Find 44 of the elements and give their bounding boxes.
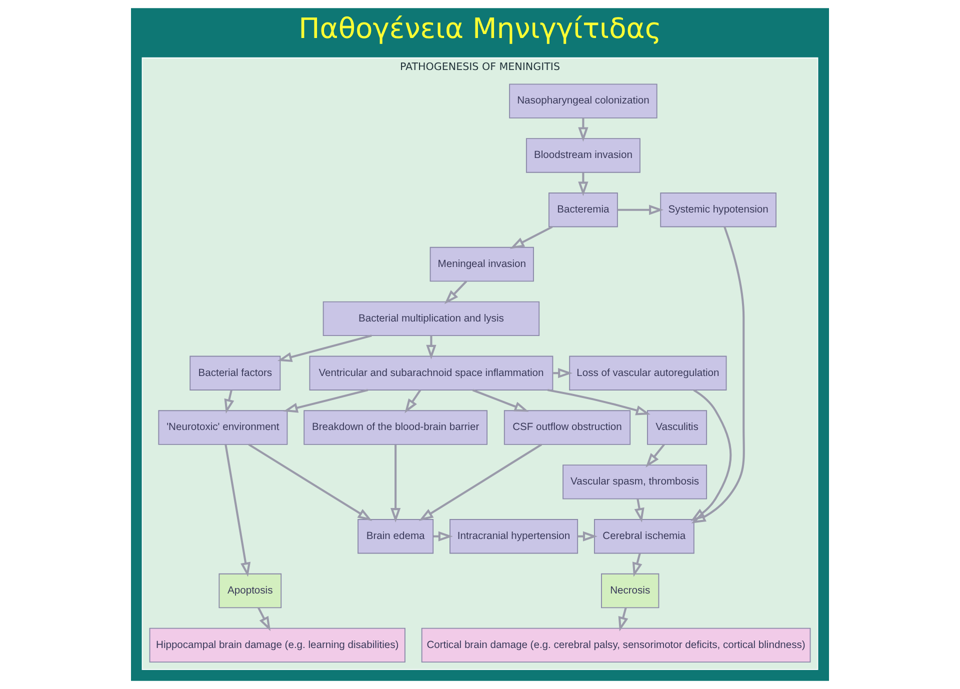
node-box: Bacterial multiplication and lysis <box>322 301 540 336</box>
node-box: Bloodstream invasion <box>526 138 640 173</box>
node-box: Vascular spasm, thrombosis <box>562 464 708 500</box>
arrow <box>618 608 628 632</box>
diagram-title: Παθογένεια Μηνιγγίτιδας <box>298 12 662 46</box>
node-box: Cortical brain damage (e.g. cerebral palsy, sensorimotor deficits, cortical blindness) <box>421 628 811 663</box>
arrow <box>258 607 271 632</box>
node-box: Vasculitis <box>647 410 708 445</box>
arrow <box>248 444 372 521</box>
node-box: Ventricular and subarachnoid space inflammation <box>309 356 554 390</box>
node-box: Breakdown of the blood-brain barrier <box>304 410 488 445</box>
node-box: Hippocampal brain damage (e.g. learning disabilities) <box>149 628 406 663</box>
node-box: Bacteremia <box>548 192 618 228</box>
arrow <box>634 498 644 523</box>
node-box: Meningeal invasion <box>430 246 534 282</box>
arrow <box>444 280 468 304</box>
node-box: Intracranial hypertension <box>450 519 578 554</box>
arrow <box>632 553 642 577</box>
node-box: Necrosis <box>601 573 660 608</box>
node-box: Brain edema <box>358 519 434 554</box>
arrow <box>224 390 234 414</box>
node-box: 'Neurotoxic' environment <box>158 410 288 445</box>
arrow <box>547 388 650 416</box>
arrow <box>277 334 372 362</box>
arrow <box>578 118 588 142</box>
node-box: Bacterial factors <box>190 356 281 390</box>
node-box: Nasopharyngeal colonization <box>509 84 658 118</box>
arrow <box>510 226 553 249</box>
arrow <box>404 390 422 414</box>
arrow <box>426 336 436 360</box>
arrow <box>418 444 542 521</box>
arrow <box>646 444 665 468</box>
node-box: Apoptosis <box>218 573 282 608</box>
arrow <box>224 444 251 577</box>
node-box: CSF outflow obstruction <box>504 410 631 445</box>
node-box: Loss of vascular autoregulation <box>569 356 727 390</box>
arrow <box>578 172 588 196</box>
node-box: Cerebral ischemia <box>594 519 694 554</box>
arrow <box>691 226 745 524</box>
node-box: Systemic hypotension <box>660 192 776 228</box>
arrow <box>618 204 664 215</box>
arrow <box>690 389 732 522</box>
arrow <box>390 444 401 522</box>
arrow <box>283 389 368 413</box>
